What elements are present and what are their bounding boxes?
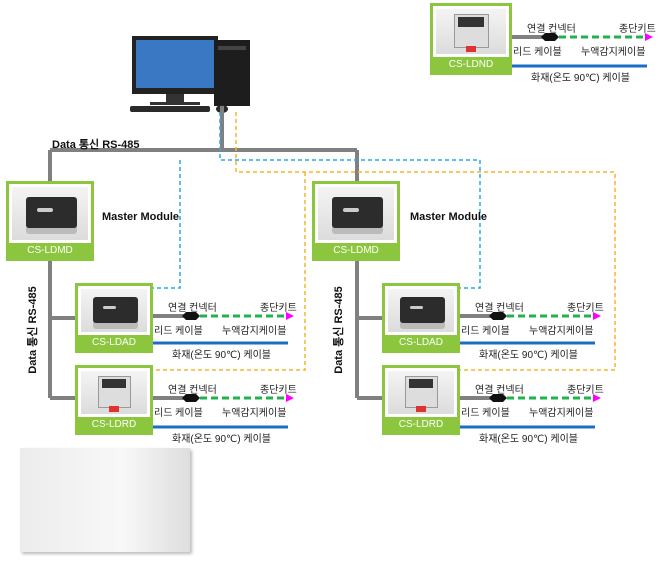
connector-icon [541, 33, 559, 41]
module-label: CS-LDRD [385, 417, 457, 432]
module-label: CS-LDMD [315, 243, 397, 258]
master-module-left: CS-LDMD [6, 181, 94, 261]
cable-label-lead-cable: 리드 케이블 [461, 408, 510, 419]
cyan-link [152, 112, 481, 289]
cable-label-leak-cable: 누액감지케이블 [529, 326, 594, 337]
cable-label-end-kit: 종단키트 [619, 24, 656, 35]
module-cs-ldad-right: CS-LDAD [382, 283, 460, 353]
cable-label-fire-cable: 화재(온도 90℃) 케이블 [172, 350, 271, 361]
cable-label-connector: 연결 컨넥터 [527, 24, 576, 35]
cable-label-end-kit: 종단키트 [567, 303, 604, 314]
connector-icon [182, 394, 200, 402]
cable-label-fire-cable: 화재(온도 90℃) 케이블 [531, 73, 630, 84]
orange-link [152, 112, 616, 371]
module-label: CS-LDRD [78, 417, 150, 432]
master-module-label: Master Module [102, 211, 180, 223]
cable-label-end-kit: 종단키트 [260, 385, 297, 396]
cabinet-image [20, 448, 190, 552]
module-cs-ldnd: CS-LDND [430, 3, 512, 75]
end-kit-icon [645, 33, 653, 41]
bus-label-vertical: Data 통신 RS-485 [332, 286, 345, 374]
cable-label-lead-cable: 리드 케이블 [513, 47, 562, 58]
module-cs-ldrd-left: CS-LDRD [75, 365, 153, 435]
cable-label-connector: 연결 컨넥터 [168, 385, 217, 396]
cable-label-leak-cable: 누액감지케이블 [222, 408, 287, 419]
cable-label-end-kit: 종단키트 [260, 303, 297, 314]
cable-label-lead-cable: 리드 케이블 [154, 408, 203, 419]
rs485-bus [48, 106, 383, 400]
module-label: CS-LDMD [9, 243, 91, 258]
module-label: CS-LDND [433, 57, 509, 72]
cable-label-fire-cable: 화재(온도 90℃) 케이블 [172, 434, 271, 445]
cable-label-leak-cable: 누액감지케이블 [222, 326, 287, 337]
cable-label-leak-cable: 누액감지케이블 [581, 47, 646, 58]
cable-label-connector: 연결 컨넥터 [475, 385, 524, 396]
cable-label-lead-cable: 리드 케이블 [461, 326, 510, 337]
cable-label-leak-cable: 누액감지케이블 [529, 408, 594, 419]
cable-label-lead-cable: 리드 케이블 [154, 326, 203, 337]
bus-label-vertical: Data 통신 RS-485 [26, 286, 39, 374]
cable-label-connector: 연결 컨넥터 [475, 303, 524, 314]
connector-icon [489, 312, 507, 320]
module-cs-ldrd-right: CS-LDRD [382, 365, 460, 435]
end-kit-icon [593, 312, 601, 320]
master-module-label: Master Module [410, 211, 488, 223]
cable-label-end-kit: 종단키트 [567, 385, 604, 396]
module-label: CS-LDAD [385, 335, 457, 350]
end-kit-icon [593, 394, 601, 402]
module-cs-ldad-left: CS-LDAD [75, 283, 153, 353]
cable-label-fire-cable: 화재(온도 90℃) 케이블 [479, 434, 578, 445]
cable-sets [152, 33, 653, 429]
cable-label-connector: 연결 컨넥터 [168, 303, 217, 314]
master-module-right: CS-LDMD [312, 181, 400, 261]
connector-icon [182, 312, 200, 320]
end-kit-icon [286, 394, 294, 402]
cable-label-fire-cable: 화재(온도 90℃) 케이블 [479, 350, 578, 361]
connector-icon [489, 394, 507, 402]
computer-icon [130, 36, 250, 113]
end-kit-icon [286, 312, 294, 320]
bus-label: Data 통신 RS-485 [52, 139, 140, 151]
module-label: CS-LDAD [78, 335, 150, 350]
